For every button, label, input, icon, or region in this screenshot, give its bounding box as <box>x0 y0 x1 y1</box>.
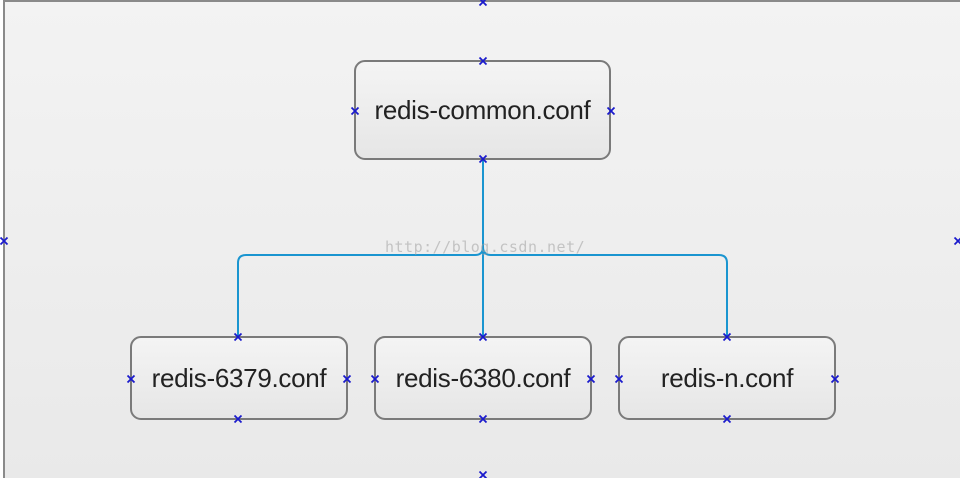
node-label: redis-common.conf <box>374 94 591 125</box>
node-label: redis-n.conf <box>660 362 794 393</box>
node-redis-common[interactable]: redis-common.conf <box>354 60 611 160</box>
node-redis-6380[interactable]: redis-6380.conf <box>374 336 592 420</box>
node-redis-n[interactable]: redis-n.conf <box>618 336 836 420</box>
node-redis-6379[interactable]: redis-6379.conf <box>130 336 348 420</box>
node-label: redis-6379.conf <box>151 362 327 393</box>
node-label: redis-6380.conf <box>395 362 571 393</box>
watermark: http://blog.csdn.net/ <box>385 238 586 256</box>
